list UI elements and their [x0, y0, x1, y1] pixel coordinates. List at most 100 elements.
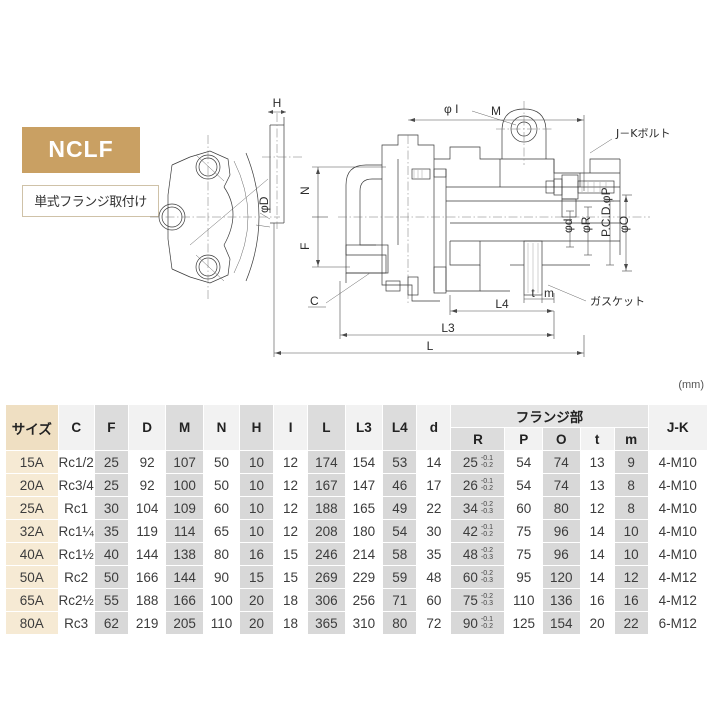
cell-jk: 6-M12: [647, 611, 709, 635]
lug-phi-i: φ I: [444, 101, 552, 165]
header-l: L: [307, 404, 346, 451]
cell-l4: 53: [382, 450, 418, 474]
cell-n: 60: [202, 496, 241, 520]
cell-d: 188: [127, 588, 167, 612]
specification-table: サイズ C F D M N H I L L3 L4 d フランジ部 J-K R …: [5, 404, 709, 635]
header-m: M: [165, 404, 204, 451]
svg-text:H: H: [273, 96, 282, 110]
cell-r-value: 25: [462, 454, 478, 470]
cell-o-flange: 154: [542, 611, 581, 635]
cell-d: 166: [127, 565, 167, 589]
cell-c: Rc2: [57, 565, 95, 589]
cell-o-flange: 74: [542, 473, 581, 497]
cell-h: 10: [239, 519, 275, 543]
cell-r-tolerance: -0.1-0.2: [480, 477, 493, 492]
cell-d: 72: [416, 611, 452, 635]
cell-l: 269: [307, 565, 346, 589]
cell-n: 110: [202, 611, 241, 635]
cell-r: 48-0.2-0.3: [450, 542, 506, 566]
cell-i: 12: [273, 473, 309, 497]
cell-m: 109: [165, 496, 204, 520]
svg-text:t: t: [531, 286, 535, 300]
cell-c: Rc2½: [57, 588, 95, 612]
cell-p-flange: 125: [504, 611, 544, 635]
cell-l3: 229: [344, 565, 384, 589]
cell-f: 40: [93, 542, 129, 566]
cell-l: 174: [307, 450, 346, 474]
cell-r-tolerance: -0.1-0.2: [480, 523, 493, 538]
cell-n: 100: [202, 588, 241, 612]
cell-m: 114: [165, 519, 204, 543]
cell-o-flange: 96: [542, 519, 581, 543]
cell-size: 20A: [5, 473, 59, 497]
cell-o-flange: 96: [542, 542, 581, 566]
gasket-callout: ガスケット: [547, 284, 645, 308]
cell-f: 35: [93, 519, 129, 543]
cell-o-flange: 80: [542, 496, 581, 520]
cell-r: 25-0.1-0.2: [450, 450, 506, 474]
technical-drawing: φD H: [150, 95, 713, 380]
cell-o-flange: 136: [542, 588, 581, 612]
svg-text:φO: φO: [617, 216, 631, 233]
cell-jk: 4-M10: [647, 450, 709, 474]
dimension-t-m: t m: [523, 286, 555, 303]
cell-r-value: 34: [462, 500, 478, 516]
cell-d: 48: [416, 565, 452, 589]
dimension-c: C: [308, 272, 371, 308]
cell-o-flange: 120: [542, 565, 581, 589]
cell-d: 144: [127, 542, 167, 566]
cell-h: 10: [239, 473, 275, 497]
svg-text:φ I: φ I: [444, 102, 458, 116]
header-t: t: [579, 427, 615, 451]
cell-i: 12: [273, 496, 309, 520]
cell-h: 15: [239, 565, 275, 589]
header-f: F: [93, 404, 129, 451]
cell-d: 22: [416, 496, 452, 520]
svg-text:P.C.D.φP: P.C.D.φP: [599, 187, 613, 237]
cell-i: 12: [273, 450, 309, 474]
cell-t-flange: 20: [579, 611, 615, 635]
flange-diameter-dimensions: φd φR P.C.D.φP φO: [561, 187, 632, 272]
cell-f: 62: [93, 611, 129, 635]
cell-f: 25: [93, 473, 129, 497]
cell-jk: 4-M12: [647, 565, 709, 589]
flange-face-view: φD: [150, 135, 280, 300]
header-m-small: m: [613, 427, 649, 451]
cell-r: 90-0.1-0.2: [450, 611, 506, 635]
cell-l3: 214: [344, 542, 384, 566]
cell-h: 20: [239, 611, 275, 635]
cell-r-value: 42: [462, 523, 478, 539]
cell-m: 166: [165, 588, 204, 612]
cell-l3: 180: [344, 519, 384, 543]
cell-i: 15: [273, 565, 309, 589]
cell-p-flange: 110: [504, 588, 544, 612]
cell-c: Rc1: [57, 496, 95, 520]
cell-r: 42-0.1-0.2: [450, 519, 506, 543]
header-n: N: [202, 404, 241, 451]
cell-p-flange: 75: [504, 519, 544, 543]
cell-r: 26-0.1-0.2: [450, 473, 506, 497]
cell-r-tolerance: -0.1-0.2: [480, 615, 493, 630]
header-row-1: サイズ C F D M N H I L L3 L4 d フランジ部 J-K: [5, 404, 709, 451]
cell-i: 12: [273, 519, 309, 543]
cell-l: 365: [307, 611, 346, 635]
cell-m-flange: 8: [613, 473, 649, 497]
cell-r-value: 90: [462, 615, 478, 631]
cell-h: 10: [239, 450, 275, 474]
cell-t-flange: 13: [579, 473, 615, 497]
cell-l: 246: [307, 542, 346, 566]
cell-m-flange: 22: [613, 611, 649, 635]
cell-d: 219: [127, 611, 167, 635]
cell-r-value: 60: [462, 569, 478, 585]
cell-jk: 4-M10: [647, 496, 709, 520]
cell-l4: 49: [382, 496, 418, 520]
header-h: H: [239, 404, 275, 451]
cell-p-flange: 60: [504, 496, 544, 520]
cell-i: 18: [273, 611, 309, 635]
cell-t-flange: 12: [579, 496, 615, 520]
cell-l4: 54: [382, 519, 418, 543]
header-jk: J-K: [647, 404, 709, 451]
cell-r-value: 75: [462, 592, 478, 608]
